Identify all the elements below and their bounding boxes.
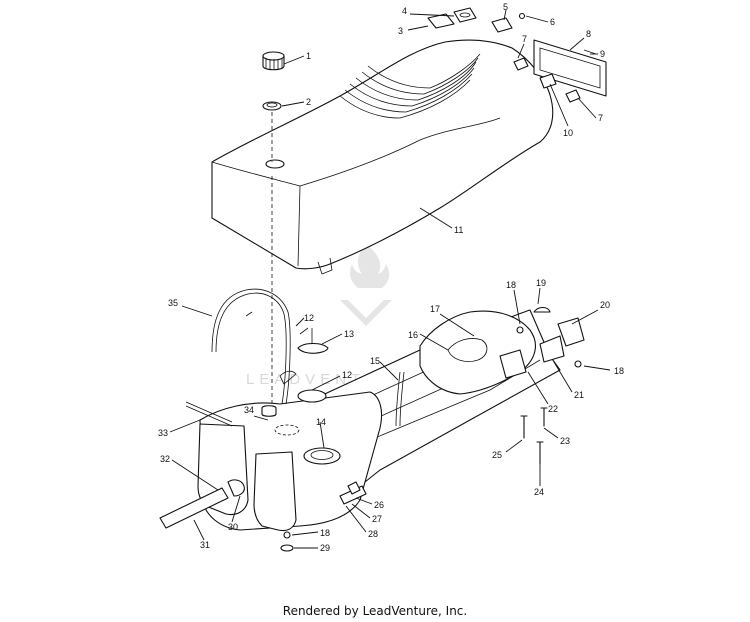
callout-12-top: 12 xyxy=(304,313,314,323)
callout-35: 35 xyxy=(168,298,178,308)
cap-gasket xyxy=(262,101,282,111)
leader-lines xyxy=(169,9,611,549)
callout-17: 17 xyxy=(430,304,440,314)
callout-30: 30 xyxy=(228,522,238,532)
callout-33: 33 xyxy=(158,428,168,438)
callout-24: 24 xyxy=(534,487,544,497)
callout-29: 29 xyxy=(320,543,330,553)
callout-7-bottom: 7 xyxy=(598,113,603,123)
callout-19: 19 xyxy=(536,278,546,288)
callout-28: 28 xyxy=(368,529,378,539)
callout-32: 32 xyxy=(160,454,170,464)
callout-18-top: 18 xyxy=(506,280,516,290)
callout-11: 11 xyxy=(454,225,463,235)
callout-34: 34 xyxy=(244,405,254,415)
fuel-tank-assembly xyxy=(159,288,585,552)
seat-assembly xyxy=(211,39,554,275)
callout-22: 22 xyxy=(548,404,558,414)
callout-18-right: 18 xyxy=(614,366,624,376)
callout-6: 6 xyxy=(550,17,555,27)
callout-14: 14 xyxy=(316,417,326,427)
callout-13: 13 xyxy=(344,329,354,339)
callout-27: 27 xyxy=(372,514,382,524)
callout-18-bottom: 18 xyxy=(320,528,330,538)
callout-5: 5 xyxy=(503,2,508,12)
callout-4: 4 xyxy=(402,6,407,16)
callout-8: 8 xyxy=(586,29,591,39)
callout-2: 2 xyxy=(306,97,311,107)
render-credit: Rendered by LeadVenture, Inc. xyxy=(282,604,468,618)
callout-3: 3 xyxy=(398,26,403,36)
gas-cap xyxy=(262,51,285,71)
callout-31: 31 xyxy=(200,540,210,550)
callout-15: 15 xyxy=(370,356,380,366)
callout-21: 21 xyxy=(574,390,584,400)
callout-26: 26 xyxy=(374,500,384,510)
callout-1: 1 xyxy=(306,51,311,61)
callout-12-bottom: 12 xyxy=(342,370,352,380)
callout-20: 20 xyxy=(600,300,610,310)
callout-16: 16 xyxy=(408,330,418,340)
callout-labels: 1 2 3 4 5 6 7 7 8 9 10 11 12 12 13 14 15… xyxy=(158,2,624,553)
callout-25: 25 xyxy=(492,450,502,460)
callout-7-top: 7 xyxy=(522,34,527,44)
callout-10: 10 xyxy=(563,128,573,138)
callout-23: 23 xyxy=(560,436,570,446)
seat-hardware xyxy=(427,7,607,103)
callout-9: 9 xyxy=(600,49,605,59)
